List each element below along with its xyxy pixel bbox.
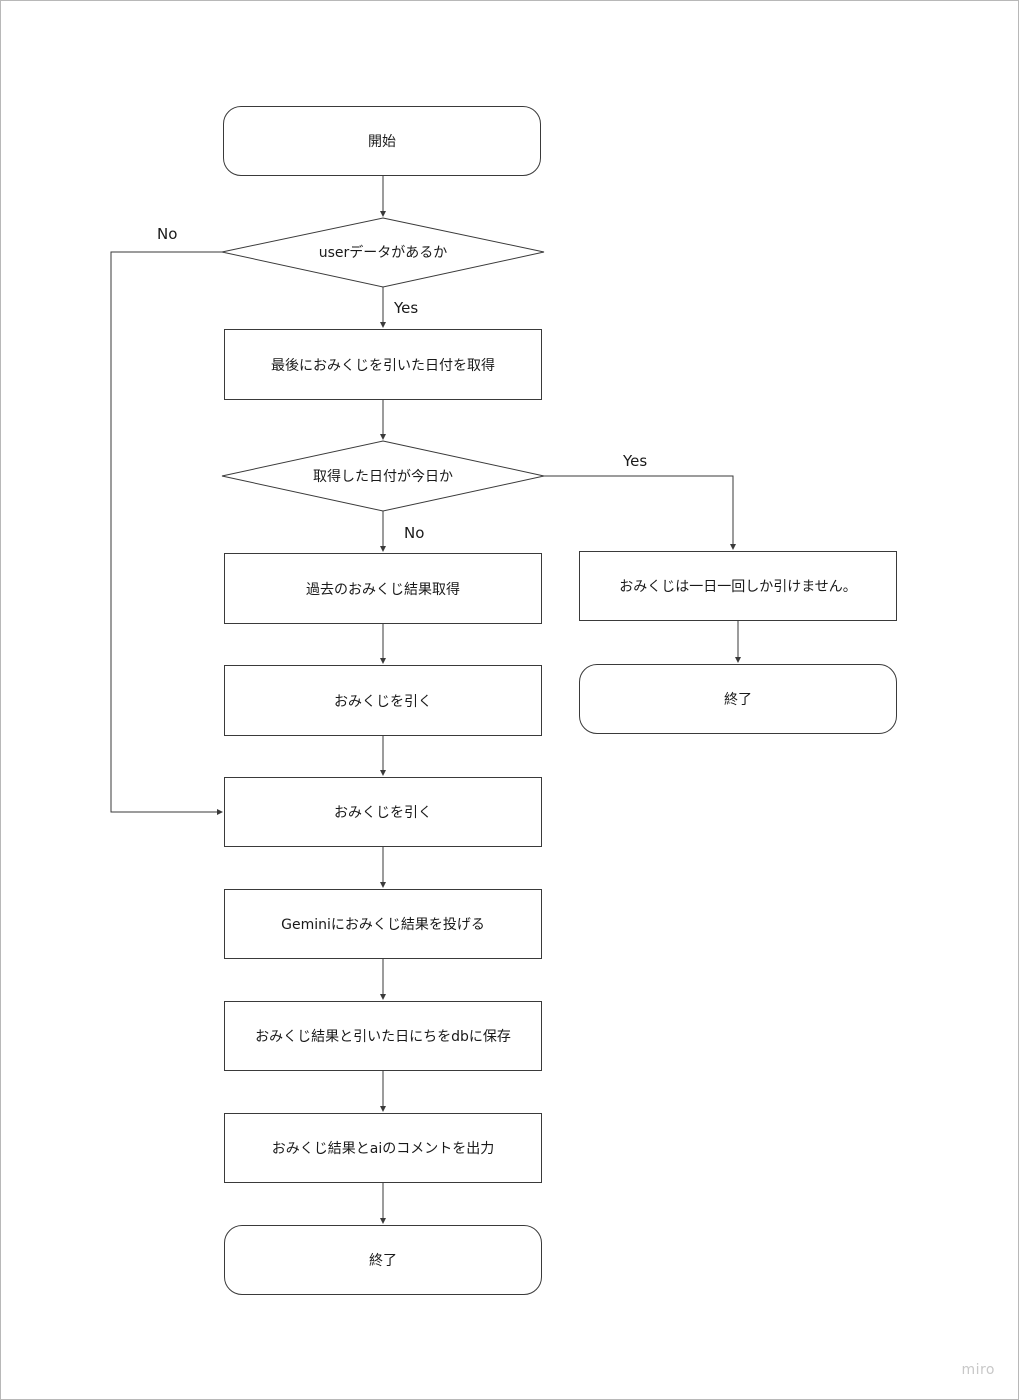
end-main-label: 終了 xyxy=(369,1253,397,1269)
miro-watermark: miro xyxy=(961,1362,995,1378)
edge-label-today-yes: Yes xyxy=(623,452,648,470)
end-main-node: 終了 xyxy=(224,1225,542,1295)
once-per-day-node: おみくじは一日一回しか引けません。 xyxy=(579,551,897,621)
end-right-node: 終了 xyxy=(579,664,897,734)
draw-omikuji-node-1: おみくじを引く xyxy=(224,665,542,736)
draw-omikuji-label-2: おみくじを引く xyxy=(334,805,432,821)
decision-today-label: 取得した日付が今日か xyxy=(313,469,453,485)
send-to-gemini-label: Geminiにおみくじ結果を投げる xyxy=(281,917,485,933)
edge-user-no xyxy=(110,251,223,815)
get-past-results-node: 過去のおみくじ結果取得 xyxy=(224,553,542,624)
output-result-label: おみくじ結果とaiのコメントを出力 xyxy=(271,1141,495,1157)
edge-label-today-no: No xyxy=(404,524,425,542)
save-db-label: おみくじ結果と引いた日にちをdbに保存 xyxy=(255,1029,511,1045)
output-result-node: おみくじ結果とaiのコメントを出力 xyxy=(224,1113,542,1183)
edge-label-user-no: No xyxy=(157,225,178,243)
start-node: 開始 xyxy=(223,106,541,176)
get-past-results-label: 過去のおみくじ結果取得 xyxy=(306,581,460,598)
get-last-date-label: 最後におみくじを引いた日付を取得 xyxy=(271,357,495,374)
start-node-label: 開始 xyxy=(368,134,396,150)
draw-omikuji-node-2: おみくじを引く xyxy=(224,777,542,847)
get-last-date-node: 最後におみくじを引いた日付を取得 xyxy=(224,329,542,400)
save-db-node: おみくじ結果と引いた日にちをdbに保存 xyxy=(224,1001,542,1071)
draw-omikuji-label-1: おみくじを引く xyxy=(334,693,432,710)
edge-label-user-yes: Yes xyxy=(394,299,419,317)
edge-today-yes xyxy=(544,475,736,550)
send-to-gemini-node: Geminiにおみくじ結果を投げる xyxy=(224,889,542,959)
end-right-label: 終了 xyxy=(724,692,752,708)
decision-user-label: userデータがあるか xyxy=(318,245,448,261)
once-per-day-label: おみくじは一日一回しか引けません。 xyxy=(619,579,857,595)
